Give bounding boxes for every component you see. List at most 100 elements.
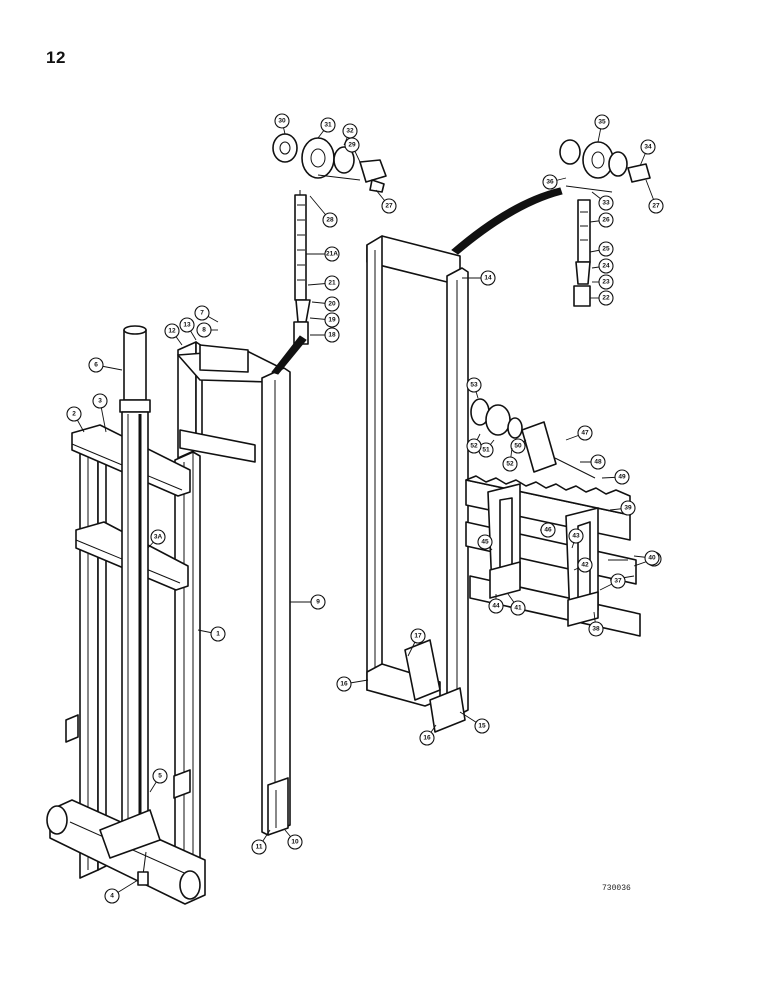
callout-53: 53 (466, 377, 482, 399)
chain-sheave-right (451, 139, 651, 307)
callout-label: 33 (602, 200, 610, 207)
callout-label: 3 (98, 398, 102, 405)
callout-circle (542, 174, 558, 190)
callout-label: 11 (256, 844, 263, 851)
inner-mast-assembly (177, 341, 291, 836)
callout-15: 15 (459, 711, 490, 734)
carriage-frame-assembly (366, 235, 469, 733)
callout-circle (287, 834, 303, 850)
callout-label: 30 (278, 118, 286, 125)
callout-label: 38 (592, 626, 600, 633)
callout-label: 10 (291, 839, 299, 846)
callout-label: 52 (506, 461, 514, 468)
callout-label: 28 (326, 217, 334, 224)
callout-41: 41 (507, 593, 526, 616)
callout-circle (251, 839, 267, 855)
callout-label: 34 (644, 144, 652, 151)
callout-label: 12 (168, 328, 176, 335)
callout-2: 2 (66, 406, 85, 433)
callout-circle (540, 522, 556, 538)
callout-51: 51 (478, 439, 495, 458)
callout-label: 16 (340, 681, 348, 688)
callout-label: 20 (328, 301, 336, 308)
callout-circle (324, 327, 340, 343)
callout-label: 27 (385, 203, 393, 210)
callout-52: 52 (502, 447, 518, 472)
callout-circle (324, 246, 340, 262)
callout-circle (324, 296, 340, 312)
callout-circle (150, 529, 166, 545)
callout-circle (474, 718, 490, 734)
callout-label: 50 (514, 443, 522, 450)
callout-circle (488, 598, 504, 614)
callout-circle (568, 528, 584, 544)
callout-44: 44 (488, 594, 504, 614)
callout-circle (274, 113, 290, 129)
callout-label: 27 (652, 203, 660, 210)
callout-circle (640, 139, 656, 155)
callout-label: 39 (624, 505, 632, 512)
callout-24: 24 (591, 258, 614, 274)
callout-40: 40 (633, 550, 660, 566)
callout-circle (610, 573, 626, 589)
callout-14: 14 (462, 270, 496, 286)
callout-label: 36 (546, 179, 554, 186)
callout-circle (648, 198, 664, 214)
callout-43: 43 (568, 528, 584, 549)
callout-label: 51 (482, 447, 490, 454)
callout-circle (577, 425, 593, 441)
callout-35: 35 (594, 114, 610, 143)
callout-label: 18 (328, 332, 336, 339)
callout-42: 42 (573, 557, 593, 573)
callout-label: 3A (154, 534, 163, 541)
callout-circle (466, 377, 482, 393)
callout-label: 21 (328, 280, 336, 287)
callout-25: 25 (589, 241, 614, 257)
callout-26: 26 (589, 212, 614, 228)
callout-circle (510, 438, 526, 454)
callout-8: 8 (196, 322, 218, 338)
callout-label: 45 (481, 539, 489, 546)
callout-circle (152, 768, 168, 784)
callout-1: 1 (197, 626, 226, 642)
callout-7: 7 (194, 305, 219, 323)
callout-circle (196, 322, 212, 338)
callout-38: 38 (588, 611, 604, 637)
callout-label: 31 (324, 122, 332, 129)
callout-36: 36 (542, 174, 567, 190)
callout-circle (598, 195, 614, 211)
callout-label: 32 (346, 128, 354, 135)
callout-circle (502, 456, 518, 472)
callout-label: 41 (514, 605, 522, 612)
callout-label: 22 (602, 295, 610, 302)
page-number: 12 (46, 48, 66, 67)
callout-circle (194, 305, 210, 321)
callout-22: 22 (590, 290, 614, 306)
callout-12: 12 (164, 323, 183, 346)
callout-label: 44 (492, 603, 500, 610)
callout-circle (322, 212, 338, 228)
callout-label: 19 (328, 317, 336, 324)
callout-46: 46 (540, 522, 556, 538)
callout-6: 6 (88, 357, 123, 373)
callout-29: 29 (344, 137, 361, 163)
callout-23: 23 (592, 274, 614, 290)
callout-5: 5 (149, 768, 168, 793)
callout-label: 25 (602, 246, 610, 253)
callout-circle (324, 312, 340, 328)
callout-label: 46 (544, 527, 552, 534)
callout-label: 49 (618, 474, 626, 481)
callout-label: 2 (72, 411, 76, 418)
callout-label: 13 (183, 322, 191, 329)
callout-49: 49 (601, 469, 630, 485)
callout-label: 21A (326, 251, 338, 258)
callout-circle (320, 117, 336, 133)
callout-48: 48 (580, 454, 606, 470)
callout-label: 43 (572, 533, 580, 540)
callout-19: 19 (309, 312, 340, 328)
callout-label: 4 (110, 893, 114, 900)
callout-label: 9 (316, 599, 320, 606)
callout-circle (620, 500, 636, 516)
callout-circle (336, 676, 352, 692)
callout-45: 45 (477, 534, 493, 551)
